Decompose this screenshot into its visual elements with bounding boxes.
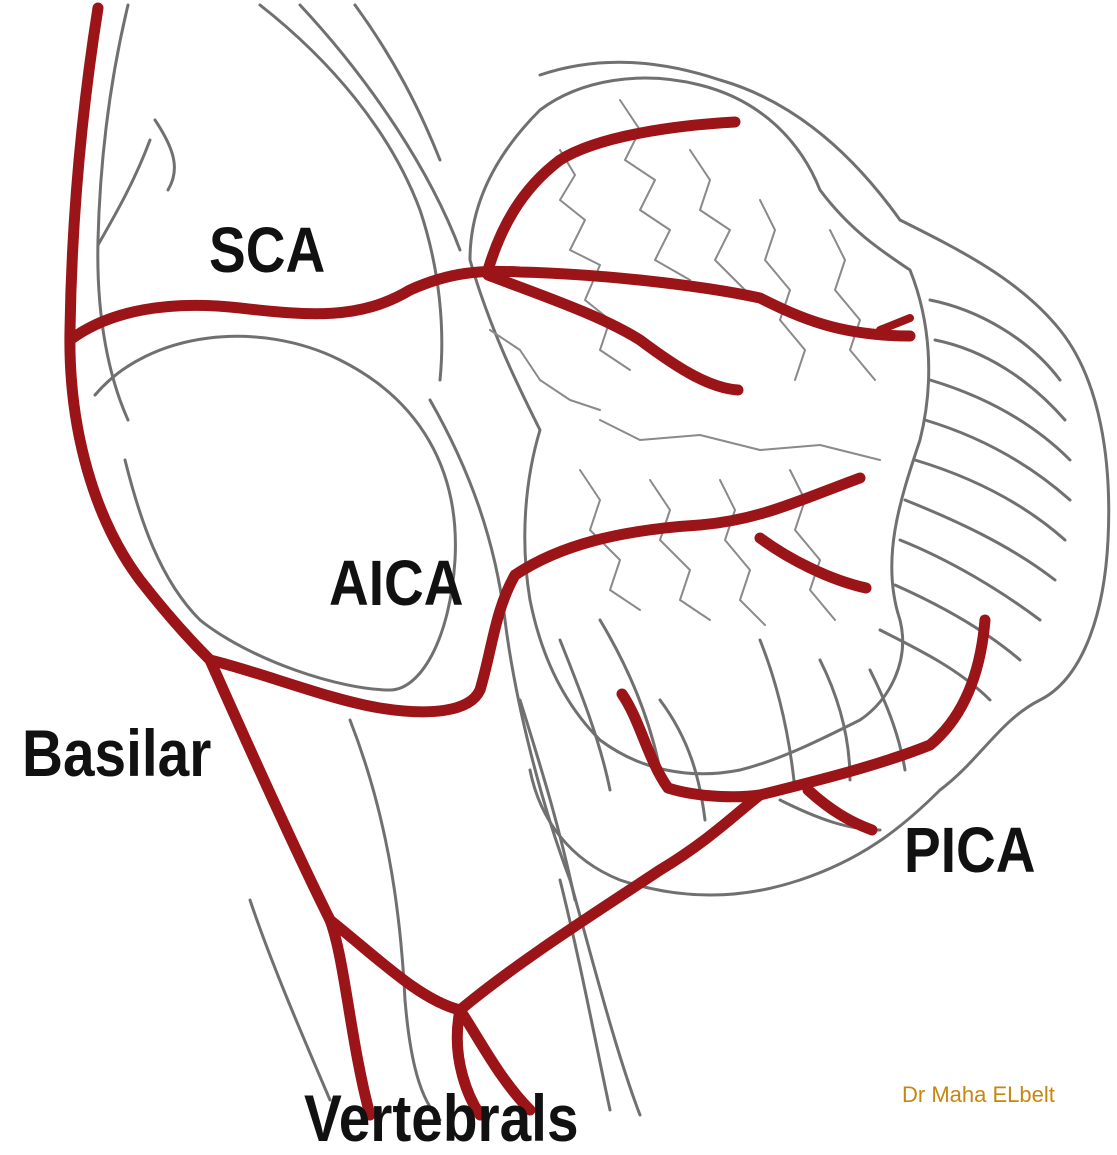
sca-branch-upper [488, 122, 735, 270]
lobe-detail-11 [490, 330, 600, 410]
folia-1 [930, 300, 1060, 380]
lobe-detail-3 [690, 150, 745, 290]
lobe-detail-4 [760, 200, 805, 380]
brainstem-contour-4 [260, 5, 442, 380]
brainstem-contour-2 [155, 120, 174, 190]
brainstem-contour-6 [355, 5, 440, 160]
folia-4 [925, 420, 1070, 500]
label-basilar: Basilar [22, 720, 211, 786]
folia-14 [820, 660, 850, 780]
brainstem-contour-1 [98, 5, 128, 420]
brainstem-contour-10 [520, 700, 575, 900]
arteries [70, 8, 985, 1115]
lobe-detail-9 [720, 480, 765, 625]
folia-7 [900, 540, 1040, 620]
basilar-artery [70, 8, 210, 660]
author-credit: Dr Maha ELbelt [902, 1082, 1055, 1108]
folia-10 [560, 640, 610, 790]
aica-main [210, 478, 860, 712]
folia-13 [760, 640, 795, 790]
folia-5 [915, 460, 1065, 540]
folia-3 [930, 380, 1070, 460]
pons-contour [95, 336, 455, 690]
lobe-detail-1 [560, 150, 630, 370]
vertebral-artery-left [210, 660, 370, 1115]
folia-6 [905, 500, 1055, 580]
lobe-detail-8 [650, 480, 710, 620]
brainstem-contour-11 [250, 900, 330, 1100]
label-pica: PICA [904, 818, 1035, 882]
brainstem-cerebellum-outline [95, 5, 1109, 1120]
label-vertebrals: Vertebrals [304, 1085, 579, 1151]
label-aica: AICA [329, 551, 464, 615]
lobe-detail-5 [830, 230, 875, 380]
brainstem-contour-3 [98, 140, 150, 245]
folia-12 [660, 700, 705, 820]
brainstem-contour-8 [350, 720, 440, 1120]
lobe-detail-6 [600, 420, 880, 460]
sca-tip [880, 318, 910, 330]
label-sca: SCA [209, 218, 325, 282]
